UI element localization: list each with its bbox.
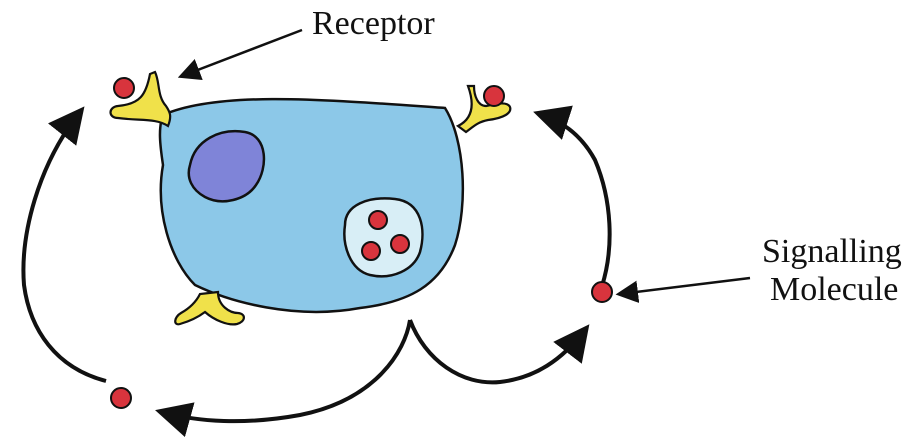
arrow-bottom-left (162, 320, 410, 421)
bound-molecule-top-left (114, 78, 134, 98)
signalling-label-line-1: Signalling (762, 232, 902, 272)
receptor-label: Receptor (312, 4, 435, 44)
vesicle-molecule-3 (391, 235, 409, 253)
vesicle-molecule-1 (369, 211, 387, 229)
arrow-bottom-right (410, 320, 585, 382)
bound-molecule-top-right (484, 86, 504, 106)
vesicle (344, 198, 422, 276)
free-signalling-molecule-right (592, 282, 612, 302)
arrow-left-loop (23, 112, 106, 381)
receptor-pointer (182, 30, 302, 76)
molecule-pointer (620, 278, 750, 294)
free-signalling-molecule-bottom (111, 388, 131, 408)
cell-body (160, 99, 463, 312)
signalling-label-line-2: Molecule (770, 270, 898, 310)
vesicle-molecule-2 (362, 242, 380, 260)
arrow-right-loop (540, 114, 610, 286)
